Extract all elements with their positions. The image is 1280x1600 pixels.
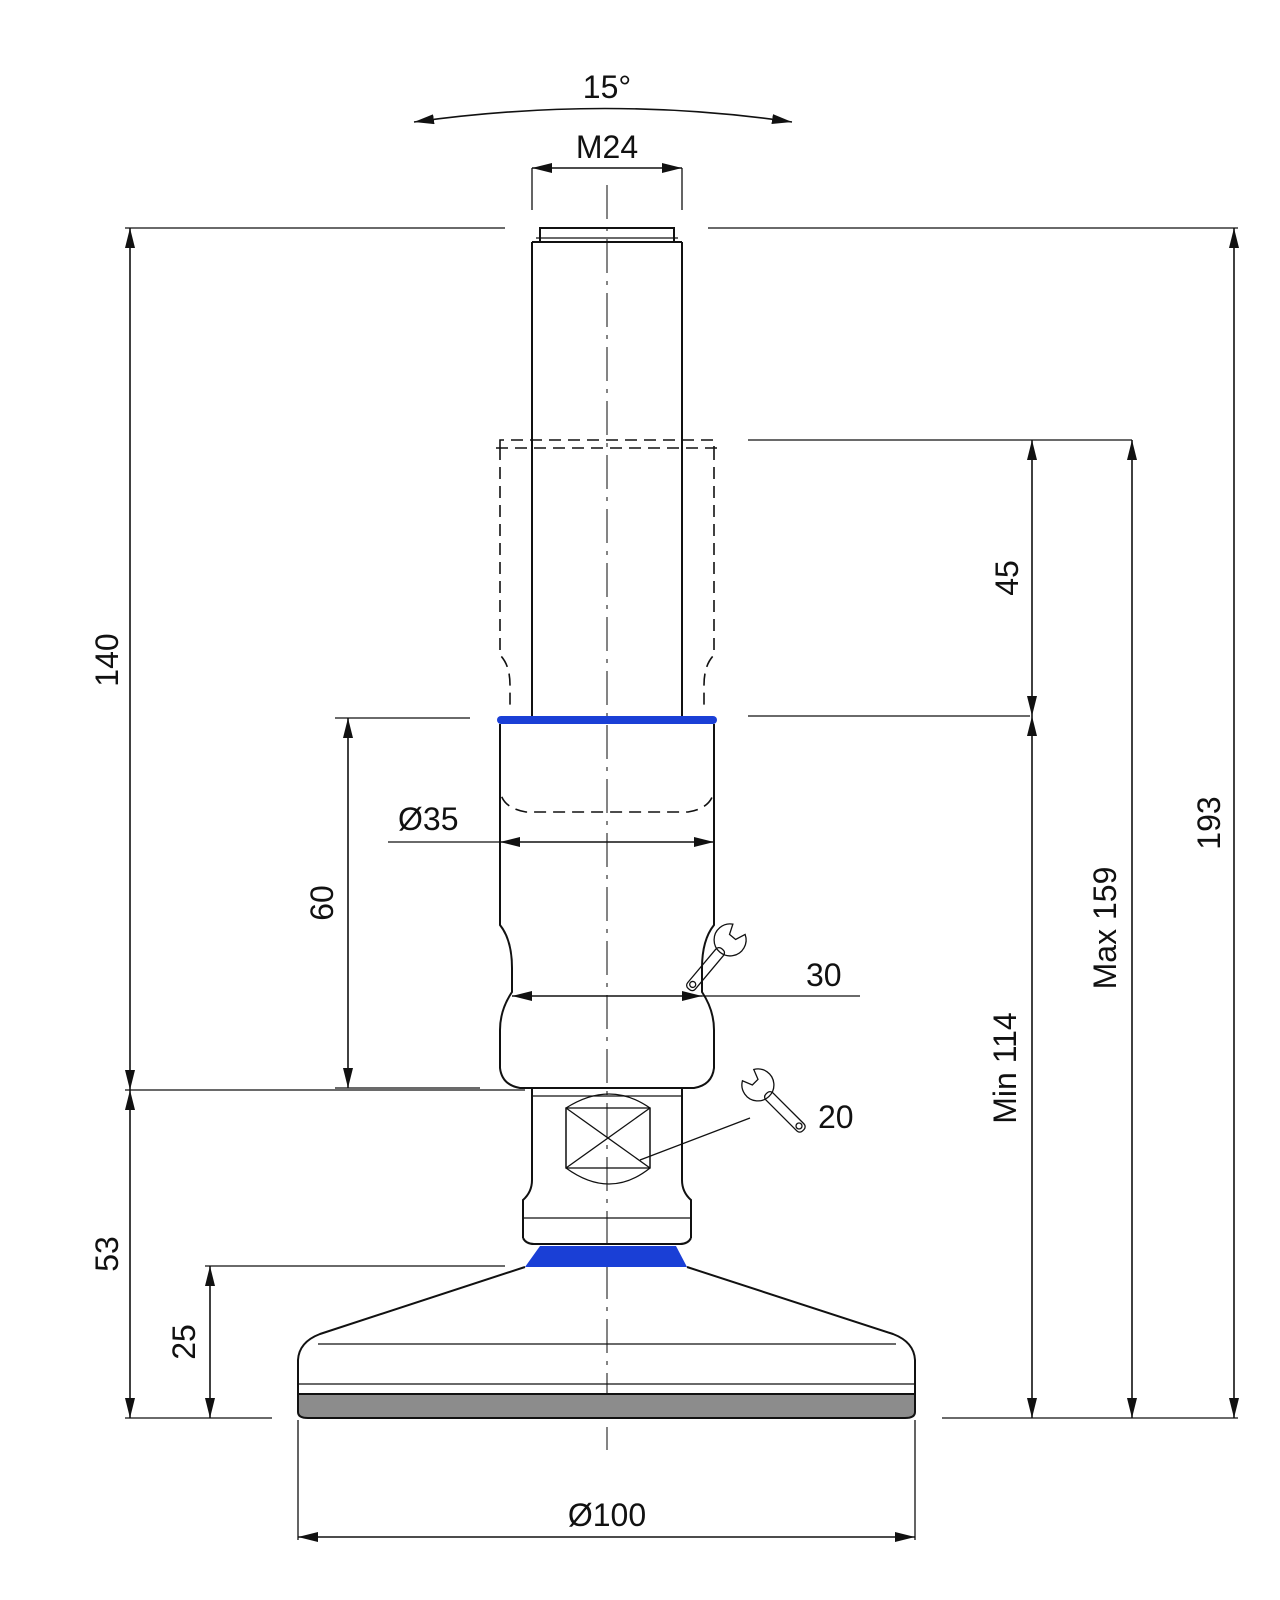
thread-label: M24 bbox=[576, 129, 638, 165]
total-height-label: 193 bbox=[1191, 796, 1227, 849]
wrench-icon bbox=[741, 1068, 806, 1133]
angle-arc bbox=[413, 107, 793, 125]
wrench-20-label: 20 bbox=[818, 1099, 854, 1135]
min-height-label: Min 114 bbox=[987, 1012, 1023, 1123]
wrench-20-leader bbox=[639, 1117, 751, 1161]
lower-height-label: 53 bbox=[89, 1236, 125, 1272]
body-length-label: 60 bbox=[304, 885, 340, 921]
adjuster-body bbox=[499, 724, 715, 1089]
base-height-label: 25 bbox=[166, 1324, 202, 1360]
body-diameter-label: Ø35 bbox=[398, 801, 458, 837]
anti-slip-pad bbox=[297, 1393, 916, 1419]
threaded-stud bbox=[531, 227, 683, 717]
angle-label: 15° bbox=[583, 69, 631, 105]
seal-ring-lower bbox=[525, 1246, 687, 1267]
max-height-label: Max 159 bbox=[1087, 867, 1123, 990]
wrench-30-label: 30 bbox=[806, 957, 842, 993]
seal-ring-upper bbox=[497, 716, 717, 724]
stroke-label: 45 bbox=[989, 560, 1025, 596]
extended-body-hidden bbox=[496, 439, 718, 813]
neck-joint bbox=[522, 1088, 692, 1245]
upper-height-label: 140 bbox=[89, 633, 125, 686]
foot-diameter-label: Ø100 bbox=[568, 1497, 646, 1533]
foot-base bbox=[297, 1266, 916, 1419]
wrench-icon bbox=[686, 923, 747, 992]
